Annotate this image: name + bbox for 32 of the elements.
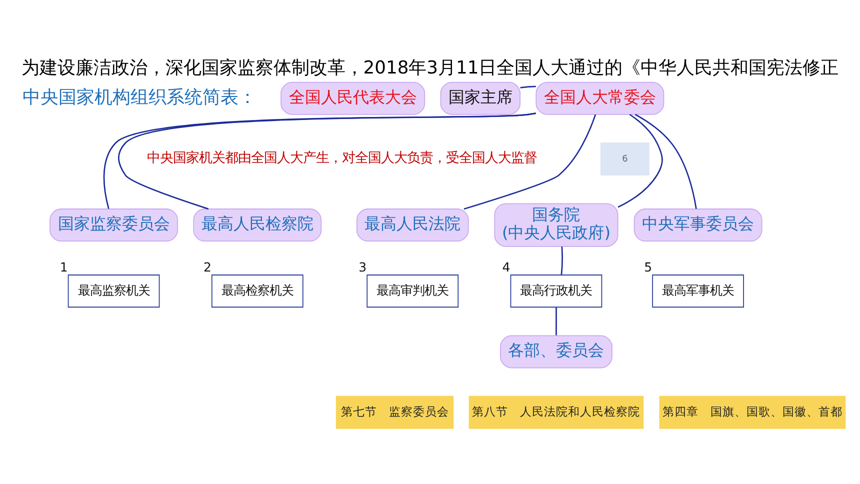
node-box: 全国人民代表大会 — [280, 82, 426, 115]
connector — [560, 246, 563, 275]
node-box: 中央军事委员会 — [634, 208, 762, 242]
node-box: 最高检察机关 — [211, 274, 304, 308]
diagram-title: 为建设廉洁政治，深化国家监察体制改革，2018年3月11日全国人大通过的《中华人民共和国宪法修正 — [21, 57, 839, 78]
connector — [520, 86, 536, 88]
label: 第四章 国旗、国歌、国徽、首都 — [662, 404, 842, 418]
node-label: 1 — [60, 260, 68, 275]
node-label: 3 — [358, 260, 367, 275]
connector — [556, 307, 557, 336]
node-box: 最高监察机关 — [68, 274, 160, 308]
node-box: 各部、委员会 — [500, 335, 612, 368]
node-label: 5 — [644, 260, 652, 275]
connector — [618, 114, 663, 208]
label: 中央国家机构组织系统简表： — [22, 86, 257, 108]
label: 第七节 监察委员会 — [340, 404, 449, 418]
node-label: 2 — [203, 260, 212, 275]
node-box: 最高人民法院 — [356, 208, 469, 242]
node-box: 国家监察委员会 — [50, 208, 178, 242]
node-box: 国家主席 — [440, 82, 521, 115]
connector — [634, 114, 697, 210]
node-box: 国务院 (中央人民政府) — [494, 203, 618, 247]
node-box: 最高军事机关 — [652, 274, 744, 308]
node-box: 最高行政机关 — [510, 274, 602, 308]
node-label: 4 — [502, 260, 510, 275]
connector — [464, 114, 596, 210]
node-box: 最高人民检察院 — [193, 208, 322, 242]
label: 6 — [622, 154, 628, 164]
node-box: 全国人大常委会 — [536, 82, 664, 115]
label: 第八节 人民法院和人民检察院 — [472, 404, 640, 418]
node-box: 最高审判机关 — [366, 274, 459, 308]
label: 中央国家机关都由全国人大产生，对全国人大负责，受全国人大监督 — [147, 151, 538, 166]
